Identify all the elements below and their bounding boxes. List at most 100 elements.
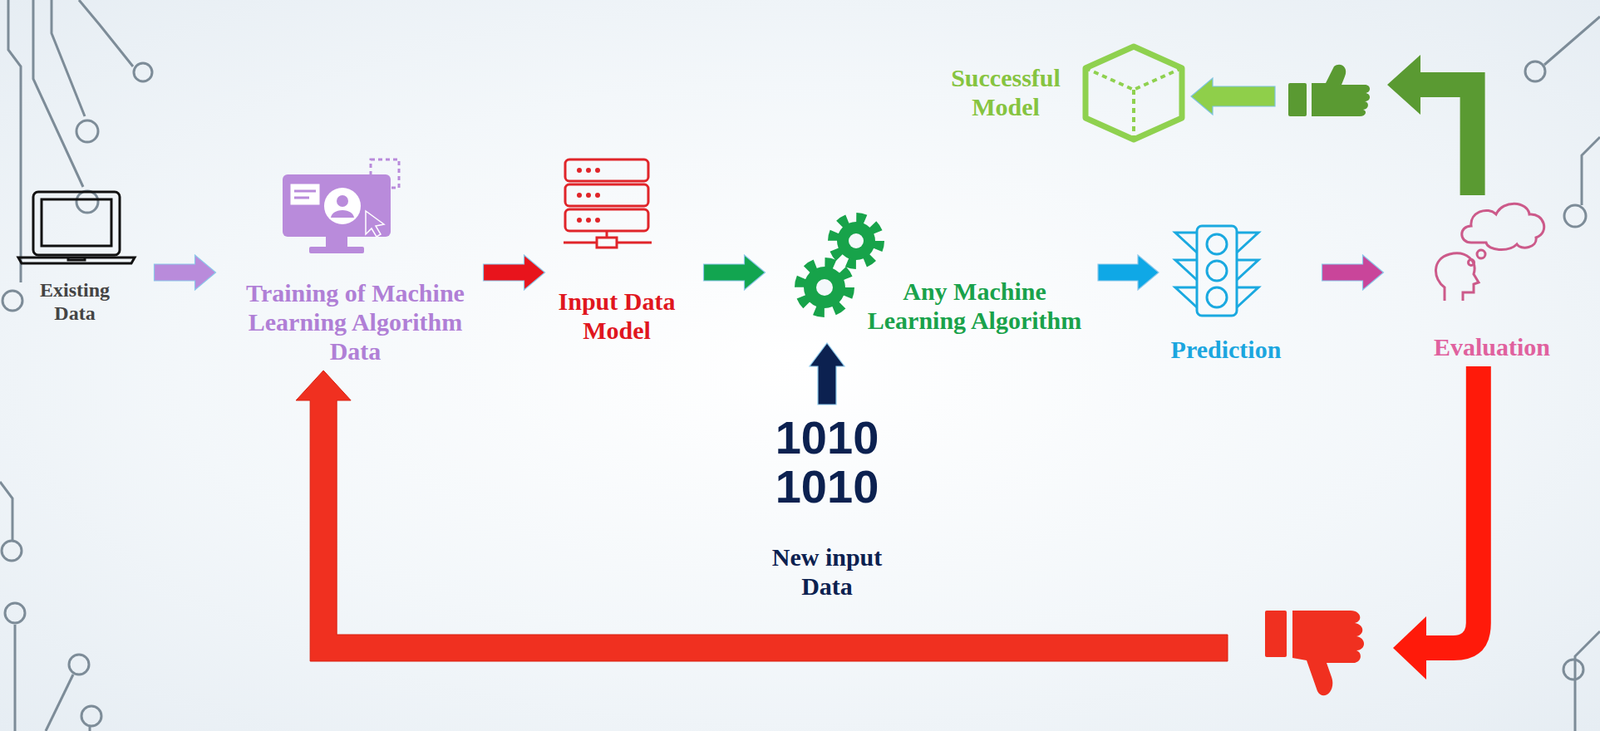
node-label: Successful Model [943, 63, 1069, 122]
circuit-wire [1581, 137, 1600, 206]
circuit-wire [14, 625, 17, 731]
process-node: Existing Data [12, 187, 138, 325]
circuit-pad [76, 191, 99, 213]
laptop-base [18, 257, 135, 264]
circuit-pad [81, 706, 102, 727]
circuit-pad [76, 120, 99, 143]
led [595, 217, 601, 223]
bent-arrow [1387, 54, 1486, 196]
circuit-pad [1564, 205, 1586, 227]
gears-icon [799, 217, 880, 313]
laptop-screen [33, 192, 120, 256]
binary-digits: 1010 1010 [772, 413, 882, 512]
server-plug [596, 237, 617, 248]
led [576, 167, 582, 173]
circuit-pad [1525, 61, 1546, 82]
led [595, 192, 601, 198]
monitor-screen [282, 174, 391, 237]
thought-cloud [1462, 203, 1545, 250]
led [585, 192, 591, 198]
thumb-hand [1311, 64, 1370, 117]
circuit-pad [2, 290, 23, 311]
light-visor [1175, 232, 1197, 308]
cursor-arrow [365, 211, 384, 237]
traffic-light-icon [1175, 226, 1259, 316]
user-body [330, 210, 355, 218]
thinking-head-icon [1435, 203, 1544, 301]
thumbs-up-icon [1288, 64, 1370, 117]
flow-arrow [809, 343, 845, 405]
node-label: Existing Data [20, 278, 129, 325]
laptop-display [41, 199, 112, 247]
gear-hole [848, 233, 864, 249]
head-profile [1435, 253, 1479, 301]
led [576, 192, 582, 198]
server-rack [565, 184, 649, 207]
circuit-pad [4, 603, 25, 624]
monitor-base [309, 246, 365, 254]
process-node: Prediction [1163, 220, 1289, 365]
circuit-wire [1575, 631, 1600, 731]
return-arrow [295, 370, 1228, 662]
server-rack [565, 159, 649, 182]
light-body [1196, 226, 1237, 316]
light-lamp [1206, 234, 1227, 255]
node-label: Prediction [1163, 334, 1289, 365]
thumb-cuff [1288, 83, 1307, 117]
gear-hole [816, 279, 833, 296]
thought-bubble [1476, 250, 1486, 259]
server-leds [576, 167, 601, 223]
process-node: 1010 1010New input Data [764, 413, 890, 601]
node-label: Input Data Model [550, 286, 684, 345]
cube-icon [1085, 46, 1182, 140]
block-arrow [704, 255, 766, 291]
node-label: New input Data [764, 542, 890, 601]
flow-arrow [1322, 255, 1384, 291]
selection-box [370, 159, 399, 188]
gear-body [836, 221, 876, 261]
cube-edges [1085, 68, 1182, 140]
node-label: Any Machine Learning Algorithm [856, 276, 1093, 335]
circuit-pad [133, 63, 153, 82]
light-lamp [1206, 260, 1227, 281]
gear-teeth [799, 262, 850, 313]
circuit-wire [78, 0, 133, 67]
window-lines [294, 191, 316, 198]
node-label: Training of Machine Learning Algorithm D… [232, 278, 478, 366]
block-arrow [1322, 255, 1384, 291]
light-lamp [1206, 287, 1227, 308]
circuit-wire [0, 482, 13, 541]
user-badge [324, 187, 361, 225]
block-arrow [1191, 78, 1276, 115]
monitor-stand [325, 236, 348, 247]
thumb-cuff [1265, 610, 1287, 658]
gear-body [803, 266, 846, 309]
process-node: Training of Machine Learning Algorithm D… [232, 153, 478, 366]
training-icon [282, 159, 399, 254]
block-arrow [809, 343, 845, 405]
server-icon [563, 159, 652, 248]
node-label: Evaluation [1417, 332, 1567, 362]
user-head [336, 195, 349, 207]
laptop-icon [18, 192, 135, 264]
circuit-wire [51, 0, 85, 117]
led [576, 217, 582, 223]
flow-arrow [1097, 255, 1159, 291]
circuit-wire [1544, 16, 1600, 65]
led [585, 217, 591, 223]
light-visor [1236, 232, 1259, 308]
process-node: Input Data Model [550, 153, 684, 345]
circuit-wire [45, 674, 74, 731]
cube-outline [1085, 46, 1182, 140]
block-arrow [154, 255, 217, 291]
laptop-notch [68, 257, 85, 261]
led [595, 167, 601, 173]
process-node: Evaluation [1417, 195, 1567, 362]
flow-arrow [295, 366, 1492, 680]
flow-arrow [704, 255, 766, 291]
circuit-pad [1, 541, 22, 562]
